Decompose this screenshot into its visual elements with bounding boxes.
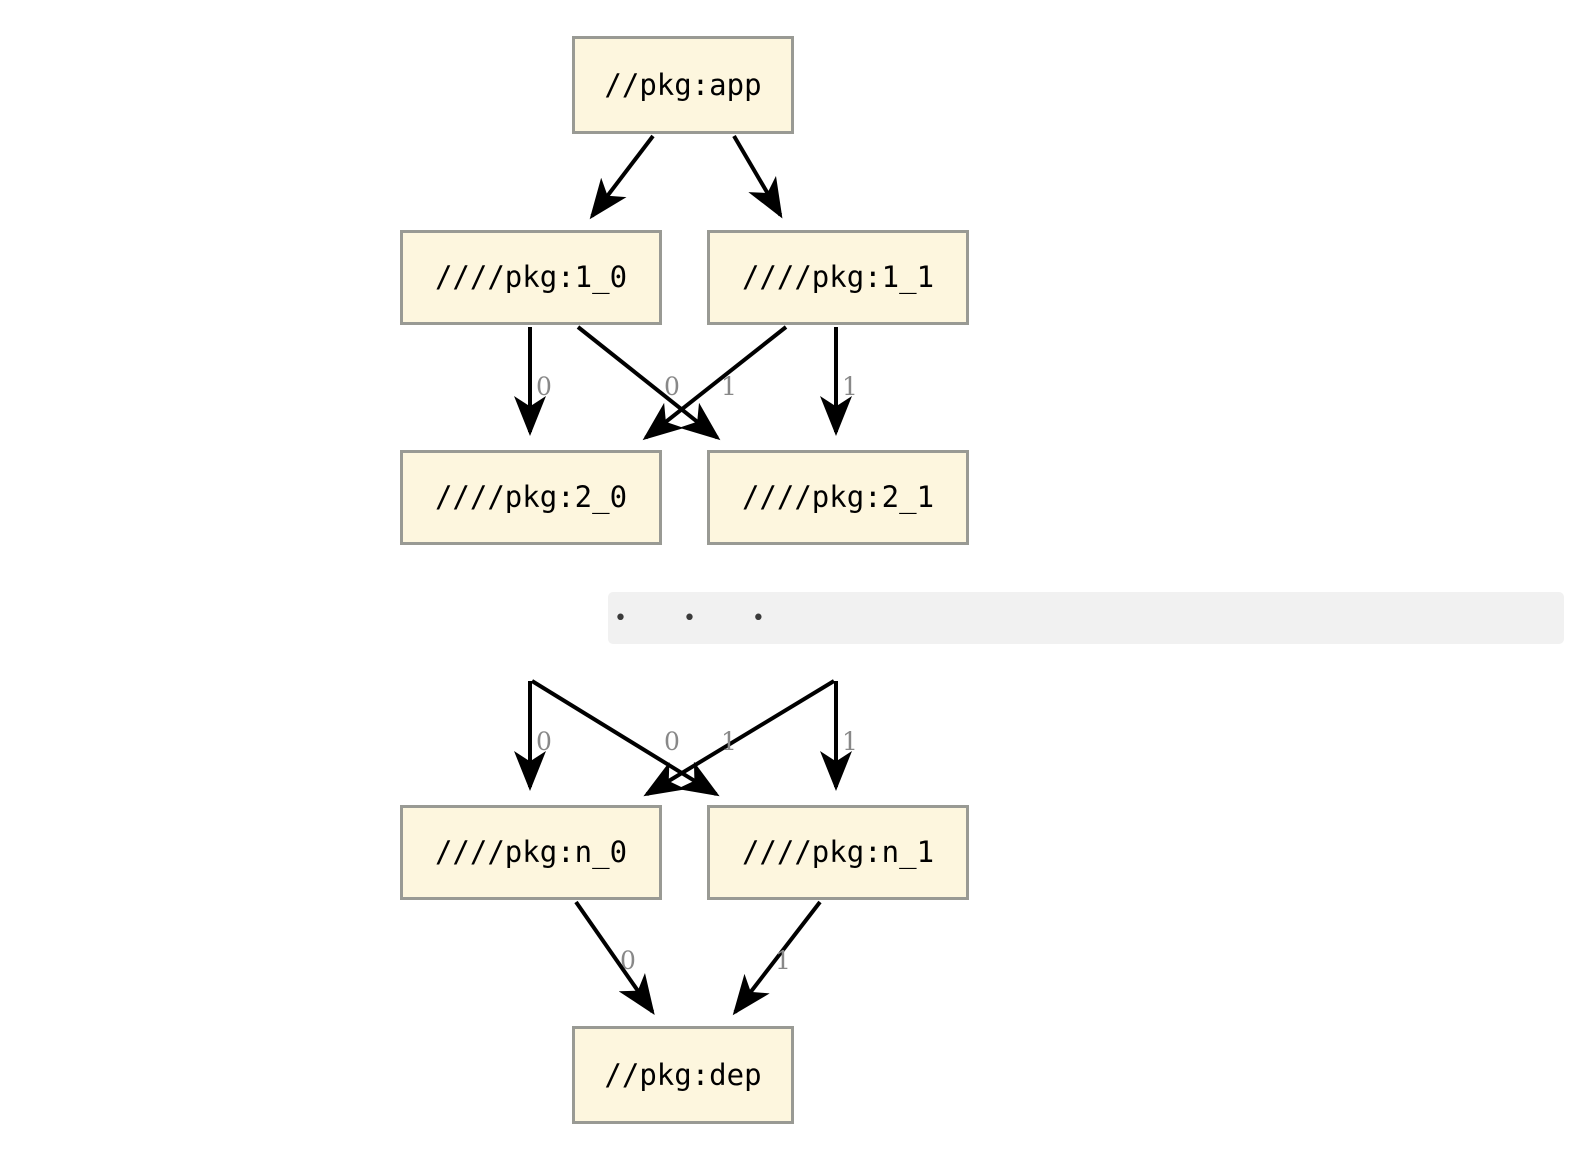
edge-label: 1 (842, 372, 858, 401)
node-pkg-2-1[interactable]: ////pkg:2_1 (707, 450, 969, 545)
edge-label: 0 (664, 372, 680, 401)
node-label: ////pkg:2_1 (741, 480, 935, 514)
graph-edge (574, 900, 655, 1015)
edge-label: 0 (536, 727, 552, 756)
graph-edge (589, 134, 655, 220)
node-label: //pkg:app (604, 67, 762, 102)
node-pkg-n-0[interactable]: ////pkg:n_0 (400, 805, 662, 900)
graph-edge (732, 134, 783, 219)
graph-edge (642, 325, 788, 441)
graph-edge (643, 679, 836, 797)
node-label: ////pkg:1_1 (741, 260, 935, 294)
edge-group (514, 134, 852, 1016)
edge-label: 0 (536, 372, 552, 401)
node-label: ////pkg:n_0 (434, 835, 628, 869)
graph-edge (732, 900, 822, 1016)
edge-label: 0 (620, 946, 636, 975)
graph-edge (576, 325, 721, 441)
edge-label: 1 (775, 946, 791, 975)
node-pkg-1-0[interactable]: ////pkg:1_0 (400, 230, 662, 325)
edge-label: 1 (721, 727, 737, 756)
graph-edge (530, 679, 720, 797)
node-pkg-2-0[interactable]: ////pkg:2_0 (400, 450, 662, 545)
node-label: //pkg:dep (604, 1057, 762, 1092)
node-label: ////pkg:1_0 (434, 260, 628, 294)
ellipsis-separator-band: • • • (608, 592, 1564, 644)
node-label: ////pkg:n_1 (741, 835, 935, 869)
edge-label: 0 (664, 727, 680, 756)
edge-label: 1 (842, 727, 858, 756)
node-label: ////pkg:2_0 (434, 480, 628, 514)
node-pkg-dep[interactable]: //pkg:dep (572, 1026, 794, 1124)
edge-label: 1 (721, 372, 737, 401)
node-pkg-n-1[interactable]: ////pkg:n_1 (707, 805, 969, 900)
node-pkg-app[interactable]: //pkg:app (572, 36, 794, 134)
ellipsis-dots: • • • (614, 606, 779, 631)
node-pkg-1-1[interactable]: ////pkg:1_1 (707, 230, 969, 325)
